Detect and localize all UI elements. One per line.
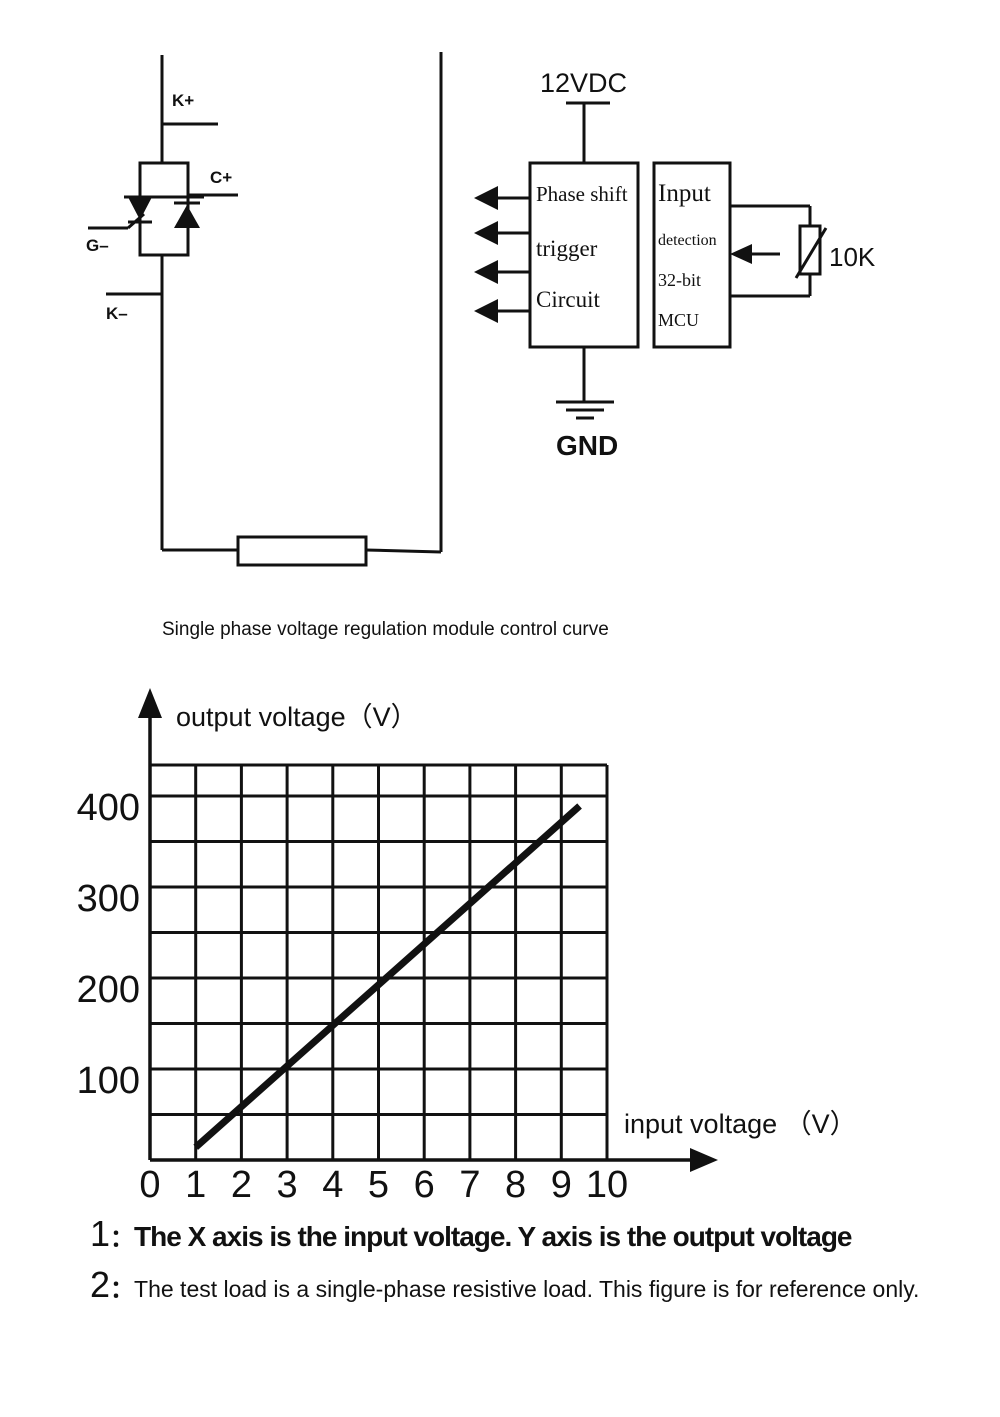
x-tick-label: 10 [586, 1164, 628, 1206]
k-minus-label: K– [106, 304, 128, 323]
note-1-number: 1 [90, 1213, 111, 1254]
x-tick-label: 7 [459, 1164, 480, 1206]
block2-title: Input [658, 180, 711, 207]
k-plus-label: K+ [172, 91, 195, 110]
scr-triangle-left [128, 197, 152, 220]
y-axis-arrowhead [138, 688, 162, 718]
thyristor-circuit [88, 52, 828, 567]
note-2-number: 2 [90, 1264, 111, 1305]
pot-label: 10K [829, 242, 876, 272]
load-resistor [236, 535, 368, 567]
x-tick-label: 5 [368, 1164, 389, 1206]
note-1-text: The X axis is the input voltage. Y axis … [134, 1221, 852, 1252]
output-arrow-4 [474, 299, 498, 323]
x-tick-label: 6 [414, 1164, 435, 1206]
note-2-text: The test load is a single-phase resistiv… [134, 1276, 920, 1302]
note-1-separator: ： [110, 1225, 135, 1252]
x-tick-label: 8 [505, 1164, 526, 1206]
y-tick-label: 200 [77, 969, 140, 1011]
block1-line-2: trigger [536, 236, 598, 261]
note-2-separator: ： [110, 1276, 135, 1303]
g-minus-label: G– [86, 236, 109, 255]
x-tick-label: 0 [139, 1164, 160, 1206]
block2-line-2: 32-bit [658, 270, 701, 290]
y-tick-label: 100 [77, 1060, 140, 1102]
block2-line-1: detection [658, 232, 717, 249]
x-tick-label: 2 [231, 1164, 252, 1206]
x-tick-label: 9 [551, 1164, 572, 1206]
input-arrow [730, 244, 752, 264]
x-axis-label: input voltage （V） [624, 1109, 857, 1139]
output-arrow-1 [474, 186, 498, 210]
chart-title: Single phase voltage regulation module c… [162, 619, 609, 640]
mcu-block [652, 161, 732, 349]
block1-line-1: Phase shift [536, 182, 628, 206]
y-tick-label: 300 [77, 878, 140, 920]
chart-series [193, 803, 582, 1150]
y-axis-label: output voltage（V） [176, 702, 418, 732]
chart-grid [148, 763, 609, 1160]
x-tick-label: 3 [277, 1164, 298, 1206]
block1-line-3: Circuit [536, 287, 600, 312]
scr-triangle-right [174, 205, 200, 228]
ground-label: GND [556, 430, 619, 461]
x-axis-arrowhead [690, 1148, 718, 1172]
note-2: 2：The test load is a single-phase resist… [90, 1264, 919, 1306]
control-curve-line [193, 803, 582, 1150]
x-tick-label: 4 [322, 1164, 343, 1206]
supply-label: 12VDC [540, 68, 628, 98]
note-1: 1：The X axis is the input voltage. Y axi… [90, 1213, 853, 1255]
chart-axes [138, 688, 718, 1172]
output-arrow-3 [474, 260, 498, 284]
c-plus-label: C+ [210, 168, 233, 187]
thyristor-body [138, 161, 190, 257]
output-arrow-2 [474, 221, 498, 245]
y-tick-label: 400 [77, 787, 140, 829]
x-tick-label: 1 [185, 1164, 206, 1206]
block2-line-3: MCU [658, 310, 700, 330]
